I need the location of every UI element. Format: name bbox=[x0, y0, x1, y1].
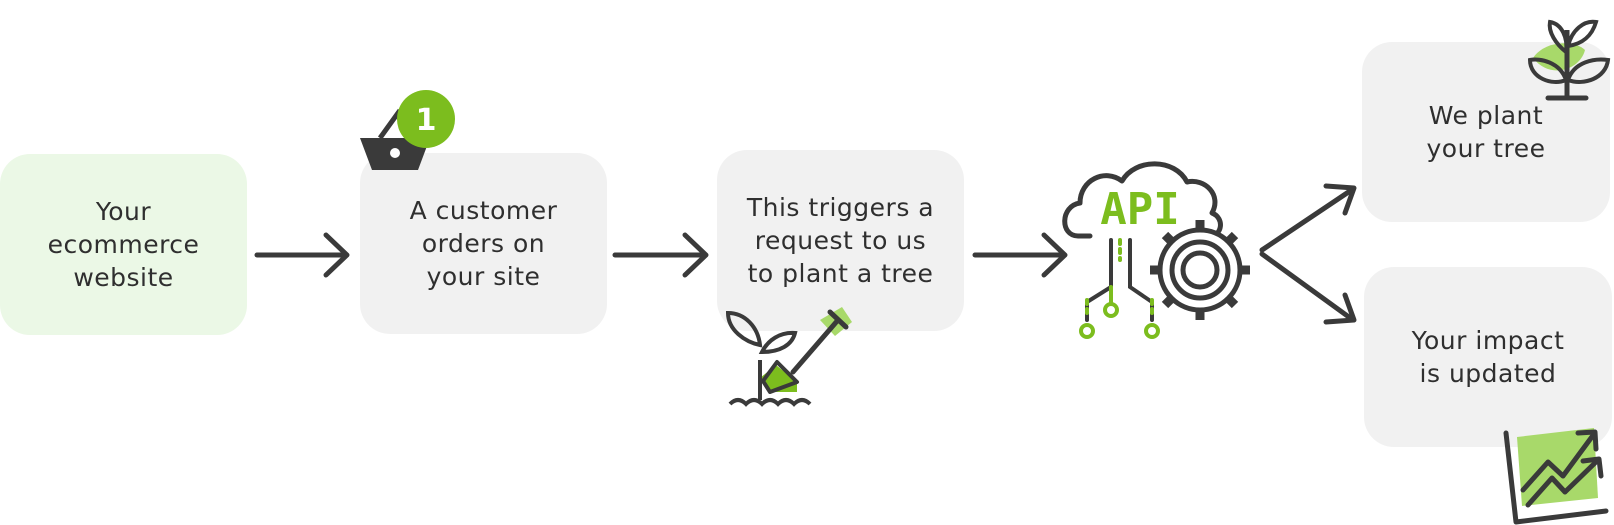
step-card-order: A customer orders on your site bbox=[360, 153, 607, 334]
arrow-down bbox=[1259, 251, 1357, 325]
step-label: Your ecommerce website bbox=[47, 197, 200, 292]
cart-count-badge: 1 bbox=[397, 90, 455, 148]
growth-chart-icon bbox=[1503, 428, 1609, 525]
step-card-trigger: This triggers a request to us to plant a… bbox=[717, 150, 964, 331]
arrow-2 bbox=[612, 232, 709, 278]
shovel-sprout-icon bbox=[725, 307, 852, 407]
arrow-3 bbox=[972, 232, 1068, 278]
step-card-impact: Your impact is updated bbox=[1364, 267, 1612, 447]
api-cloud-gear-icon: API bbox=[1062, 161, 1250, 339]
api-label: API bbox=[1100, 184, 1179, 235]
arrow-up bbox=[1259, 183, 1357, 253]
step-label: We plant your tree bbox=[1426, 101, 1546, 163]
plant-icon bbox=[1527, 19, 1611, 101]
step-card-website: Your ecommerce website bbox=[0, 154, 247, 335]
step-label: Your impact is updated bbox=[1411, 326, 1565, 388]
badge-count: 1 bbox=[416, 103, 437, 138]
step-label: This triggers a request to us to plant a… bbox=[746, 193, 935, 288]
step-label: A customer orders on your site bbox=[409, 196, 558, 291]
arrow-1 bbox=[254, 232, 350, 278]
